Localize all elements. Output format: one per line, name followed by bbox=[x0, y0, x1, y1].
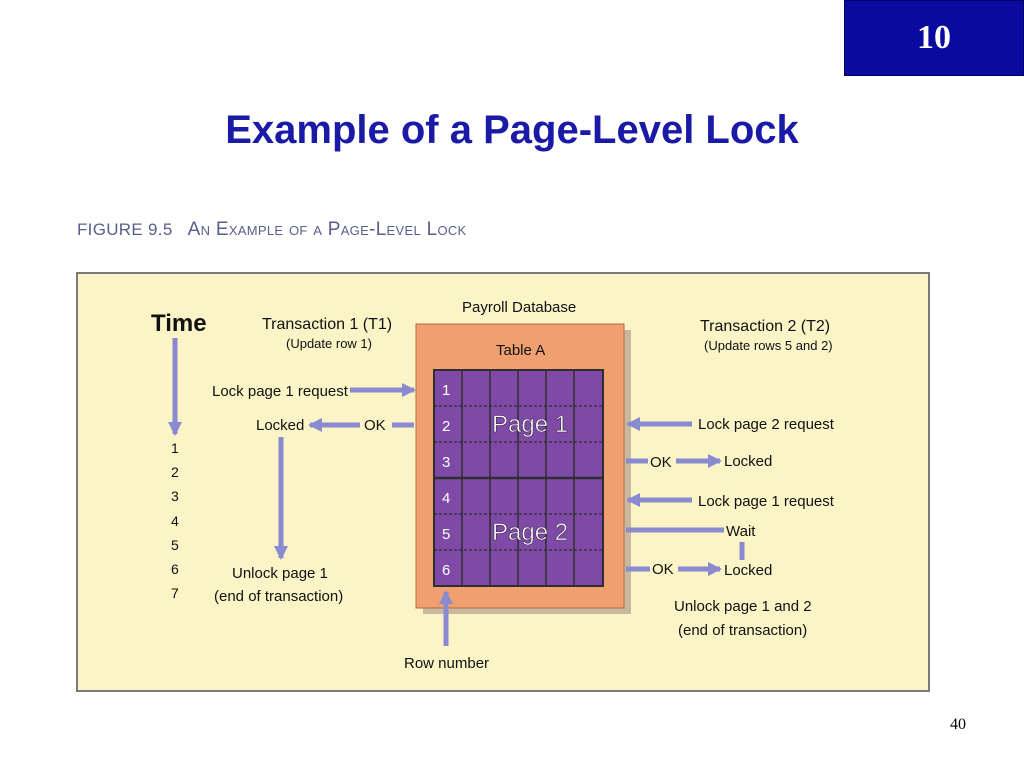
page-1-label: Page 1 bbox=[492, 411, 568, 438]
t2-unlock-line1: Unlock page 1 and 2 bbox=[674, 598, 812, 615]
t1-locked: Locked bbox=[256, 417, 304, 434]
table-a-grid bbox=[433, 369, 604, 587]
t1-unlock-line1: Unlock page 1 bbox=[232, 565, 328, 582]
row-number: 1 bbox=[442, 382, 450, 399]
row-number: 6 bbox=[442, 562, 450, 579]
t2-locked1: Locked bbox=[724, 453, 772, 470]
t2-locked2: Locked bbox=[724, 562, 772, 579]
time-step: 4 bbox=[171, 513, 179, 529]
time-step: 5 bbox=[171, 537, 179, 553]
chapter-number-badge: 10 bbox=[844, 0, 1024, 76]
t1-ok: OK bbox=[364, 417, 386, 434]
time-step: 7 bbox=[171, 585, 179, 601]
row-numbers: 1 2 3 4 5 6 bbox=[442, 382, 450, 579]
t1-lock-request: Lock page 1 request bbox=[212, 383, 349, 400]
page-2-label: Page 2 bbox=[492, 519, 568, 546]
row-number: 5 bbox=[442, 526, 450, 543]
figure-caption: FIGURE 9.5 An Example of a Page-Level Lo… bbox=[77, 219, 467, 241]
row-number: 2 bbox=[442, 418, 450, 435]
page-level-lock-diagram: Time 1 2 3 4 5 6 7 Transaction 1 (T1) (U… bbox=[151, 299, 835, 672]
t1-title: Transaction 1 (T1) bbox=[262, 316, 392, 333]
t2-lock-page1-request: Lock page 1 request bbox=[698, 493, 835, 510]
database-label: Payroll Database bbox=[462, 299, 576, 316]
row-number-label: Row number bbox=[404, 655, 489, 672]
chapter-number: 10 bbox=[917, 19, 951, 56]
figure-title: An Example of a Page-Level Lock bbox=[187, 219, 467, 240]
row-number: 3 bbox=[442, 454, 450, 471]
t2-ok2: OK bbox=[652, 561, 674, 578]
table-label: Table A bbox=[496, 342, 545, 359]
time-label: Time bbox=[151, 310, 207, 337]
t2-ok1: OK bbox=[650, 454, 672, 471]
slide-title: Example of a Page-Level Lock bbox=[225, 108, 799, 152]
figure-panel: Time 1 2 3 4 5 6 7 Transaction 1 (T1) (U… bbox=[76, 272, 930, 692]
time-step: 3 bbox=[171, 488, 179, 504]
t1-unlock-line2: (end of transaction) bbox=[214, 588, 343, 605]
row-number: 4 bbox=[442, 490, 450, 507]
time-step: 6 bbox=[171, 561, 179, 577]
t2-wait: Wait bbox=[726, 523, 756, 540]
time-step: 2 bbox=[171, 464, 179, 480]
slide-page-number: 40 bbox=[950, 716, 966, 733]
t1-subtitle: (Update row 1) bbox=[286, 336, 372, 351]
t2-title: Transaction 2 (T2) bbox=[700, 318, 830, 335]
t2-lock-page2-request: Lock page 2 request bbox=[698, 416, 835, 433]
t2-subtitle: (Update rows 5 and 2) bbox=[704, 338, 833, 353]
time-step: 1 bbox=[171, 440, 179, 456]
figure-number: FIGURE 9.5 bbox=[77, 220, 173, 239]
time-steps: 1 2 3 4 5 6 7 bbox=[171, 440, 179, 601]
t2-unlock-line2: (end of transaction) bbox=[678, 622, 807, 639]
